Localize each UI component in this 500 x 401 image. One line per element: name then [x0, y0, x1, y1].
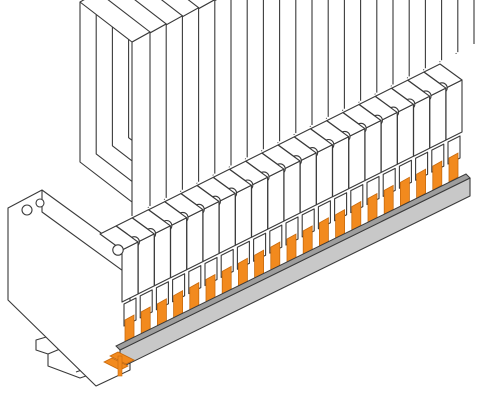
terminal-screw-icon — [112, 244, 124, 256]
busbar-pin — [416, 168, 426, 199]
circuit-breaker-module-icon — [192, 0, 264, 270]
busbar-pin — [448, 152, 459, 183]
busbar-feed-post — [117, 355, 123, 377]
terminal-screw-icon — [21, 204, 33, 216]
end-block-housing — [7, 189, 131, 387]
busbar-icon — [103, 152, 471, 377]
circuit-breaker-module-icon — [354, 0, 426, 189]
busbar-bar-top — [115, 173, 471, 351]
busbar-pin — [432, 160, 443, 191]
circuit-breaker-module-icon — [241, 0, 313, 246]
breaker-modules — [79, 0, 475, 327]
